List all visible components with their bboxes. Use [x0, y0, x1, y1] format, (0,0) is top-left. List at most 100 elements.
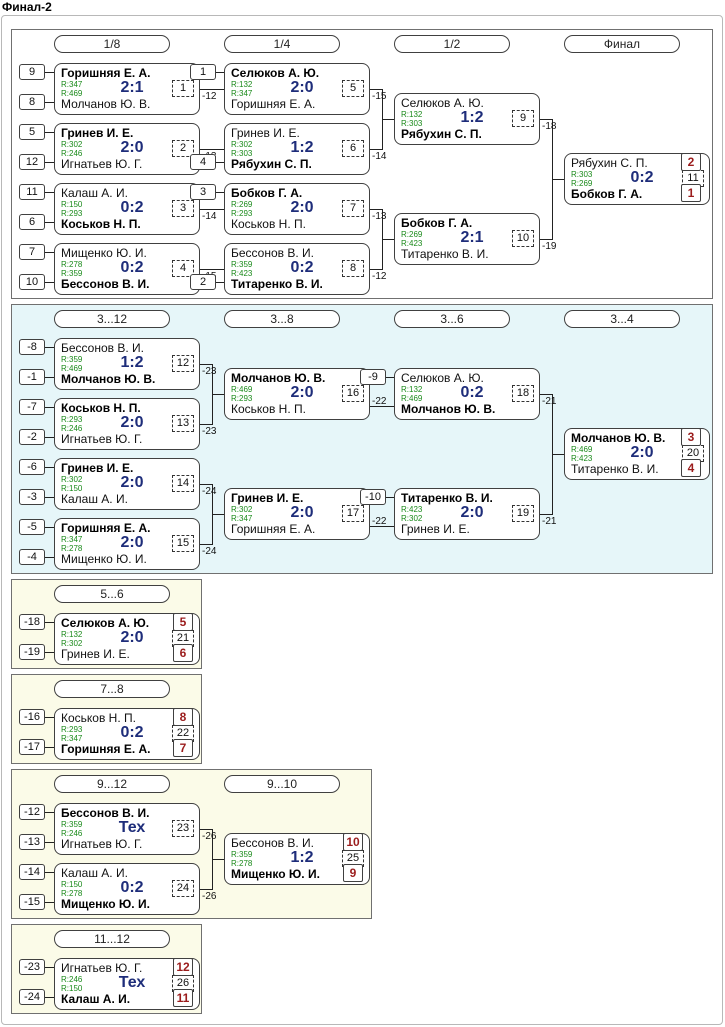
player-name: Игнатьев Ю. Г.	[61, 837, 143, 851]
seed-connector	[45, 467, 54, 468]
loser-destination: -14	[202, 211, 217, 222]
bracket-connector	[200, 889, 212, 890]
bracket-connector	[200, 424, 212, 425]
player-name: Калаш А. И.	[61, 492, 128, 506]
player-name: Бобков Г. А.	[231, 186, 303, 200]
bracket-connector	[212, 514, 213, 545]
bracket-connector	[370, 149, 382, 150]
player-rating: R:302	[61, 140, 83, 149]
player-name: Бессонов В. И.	[61, 806, 150, 820]
seed-connector	[45, 622, 54, 623]
match-number: 17	[342, 505, 364, 522]
player-rating: R:150	[61, 880, 83, 889]
match-number: 5	[342, 80, 364, 97]
seed-connector	[45, 132, 54, 133]
player-name: Бессонов В. И.	[231, 836, 314, 850]
seed-connector	[45, 812, 54, 813]
seed-connector	[45, 842, 54, 843]
seed-connector	[216, 192, 225, 193]
player-rating: R:132	[401, 110, 423, 119]
seed-connector	[45, 377, 54, 378]
player-rating: R:469	[61, 364, 83, 373]
match-score: 2:1	[120, 79, 144, 96]
player-rating: R:469	[401, 394, 423, 403]
final-place: 7	[173, 739, 193, 757]
player-rating: R:278	[61, 889, 83, 898]
match-number: 18	[512, 385, 534, 402]
match-score: 2:0	[120, 414, 144, 431]
player-rating: R:293	[61, 725, 83, 734]
player-name: Молчанов Ю. В.	[61, 97, 151, 111]
player-name: Молчанов Ю. В.	[401, 402, 496, 416]
bracket-connector	[540, 514, 552, 515]
player-rating: R:347	[231, 89, 253, 98]
match-number: 24	[172, 880, 194, 897]
player-name: Титаренко В. И.	[571, 462, 659, 476]
match-score: 0:2	[630, 169, 654, 186]
player-rating: R:150	[61, 484, 83, 493]
player-rating: R:347	[61, 734, 83, 743]
final-place: 1	[681, 184, 701, 202]
loser-destination: -26	[202, 831, 217, 842]
bracket-connector	[200, 269, 212, 270]
match-score: 1:2	[290, 849, 314, 866]
match-score: 2:0	[120, 629, 144, 646]
player-name: Коськов Н. П.	[61, 217, 141, 231]
match-score: 2:0	[120, 474, 144, 491]
player-name: Бессонов В. И.	[231, 246, 314, 260]
match-number: 4	[172, 260, 194, 277]
match-score: 2:0	[120, 139, 144, 156]
seed-number: -1	[19, 369, 45, 385]
player-name: Гринев И. Е.	[61, 126, 134, 140]
seed-number: -9	[360, 369, 386, 385]
loser-destination: -23	[202, 366, 217, 377]
seed-connector	[45, 407, 54, 408]
player-rating: R:359	[231, 850, 253, 859]
bracket-connector	[200, 364, 212, 365]
match-score: Тех	[118, 974, 146, 991]
player-name: Гринев И. Е.	[61, 461, 134, 475]
player-name: Коськов Н. П.	[61, 711, 136, 725]
round-header: 3...12	[54, 310, 170, 328]
player-rating: R:293	[231, 209, 253, 218]
player-rating: R:302	[401, 514, 423, 523]
seed-number: -5	[19, 519, 45, 535]
player-rating: R:132	[231, 80, 253, 89]
match-number: 21	[172, 630, 194, 647]
bracket-connector	[200, 544, 212, 545]
match-number: 2	[172, 140, 194, 157]
match-score: 2:0	[460, 504, 484, 521]
match-number: 6	[342, 140, 364, 157]
player-rating: R:246	[61, 829, 83, 838]
round-header: 3...4	[564, 310, 680, 328]
seed-connector	[45, 997, 54, 998]
bracket-connector	[370, 406, 394, 407]
bracket-connector	[552, 179, 553, 240]
seed-connector	[386, 377, 395, 378]
player-rating: R:278	[231, 859, 253, 868]
bracket-connector	[382, 209, 383, 240]
